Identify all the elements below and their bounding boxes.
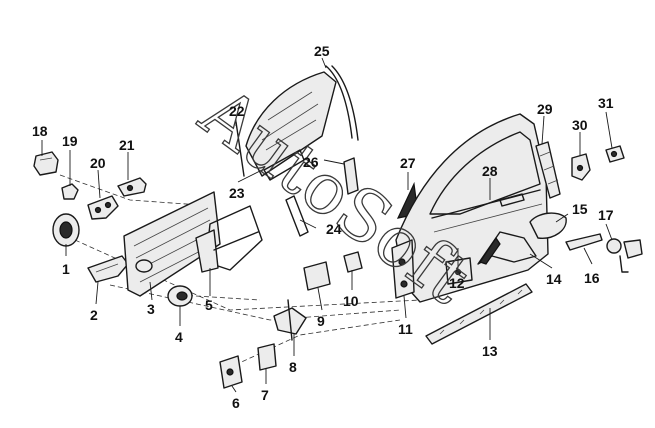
callout-20: 20: [90, 155, 106, 171]
part-6-hinge-half: [219, 355, 243, 389]
callout-5: 5: [205, 297, 213, 313]
callout-25: 25: [314, 43, 330, 59]
part-23-channel: [263, 149, 305, 181]
leader-lines: [41, 57, 613, 393]
callout-14: 14: [546, 271, 562, 287]
callout-21: 21: [119, 137, 135, 153]
part-29-pillar-trim: [535, 141, 561, 199]
part-31-check-bolt: [605, 145, 625, 163]
callout-26: 26: [303, 154, 319, 170]
part-22-guide-rail: [235, 121, 245, 177]
part-18-clip: [33, 151, 59, 176]
part-9-hinge-bracket: [303, 261, 331, 291]
callout-29: 29: [537, 101, 553, 117]
part-20-bracket: [87, 195, 119, 220]
callout-23: 23: [229, 185, 245, 201]
callout-16: 16: [584, 270, 600, 286]
part-26-bracket: [343, 157, 359, 195]
callout-27: 27: [400, 155, 416, 171]
callout-3: 3: [147, 301, 155, 317]
callout-18: 18: [32, 123, 48, 139]
callout-7: 7: [261, 387, 269, 403]
part-7-hinge-plate: [257, 343, 277, 371]
callout-1: 1: [62, 261, 70, 277]
part-16-trim-strip: [565, 233, 603, 251]
callout-28: 28: [482, 163, 498, 179]
part-8-hinge-pin: [273, 299, 307, 341]
part-3-door-trim-panel: [123, 191, 221, 297]
callout-4: 4: [175, 329, 183, 345]
callout-15: 15: [572, 201, 588, 217]
part-24-run-channel: [285, 195, 309, 237]
part-17-key-lock: [606, 238, 643, 273]
part-13-door-sill-strip: [425, 283, 533, 345]
part-19-nut: [61, 183, 79, 200]
callout-12: 12: [449, 275, 465, 291]
callout-17: 17: [598, 207, 614, 223]
part-10-pad: [343, 251, 363, 273]
callout-numbers: 1 2 3 4 5 6 7 8 9 10 11 12 13 14 15 16 1…: [32, 43, 614, 411]
callout-8: 8: [289, 359, 297, 375]
part-14-outside-mirror: [477, 231, 537, 265]
callout-10: 10: [343, 293, 359, 309]
callout-13: 13: [482, 343, 498, 359]
callout-11: 11: [398, 321, 413, 337]
part-21-handle-bracket: [117, 177, 147, 197]
part-2-inner-handle: [87, 255, 129, 283]
callout-9: 9: [317, 313, 325, 329]
part-4-window-crank: [167, 285, 193, 307]
part-5-window-regulator: [195, 205, 263, 273]
callout-19: 19: [62, 133, 78, 149]
callout-6: 6: [232, 395, 240, 411]
part-15-mirror-glass: [529, 212, 567, 239]
part-11-hinge-plate: [391, 239, 415, 299]
part-1-lock-cylinder: [52, 213, 80, 247]
callout-2: 2: [90, 307, 98, 323]
callout-30: 30: [572, 117, 588, 133]
callout-22: 22: [229, 103, 245, 119]
callout-31: 31: [598, 95, 614, 111]
part-30-striker: [571, 153, 591, 181]
callout-24: 24: [326, 221, 342, 237]
part-25-door-glass: [245, 65, 359, 177]
